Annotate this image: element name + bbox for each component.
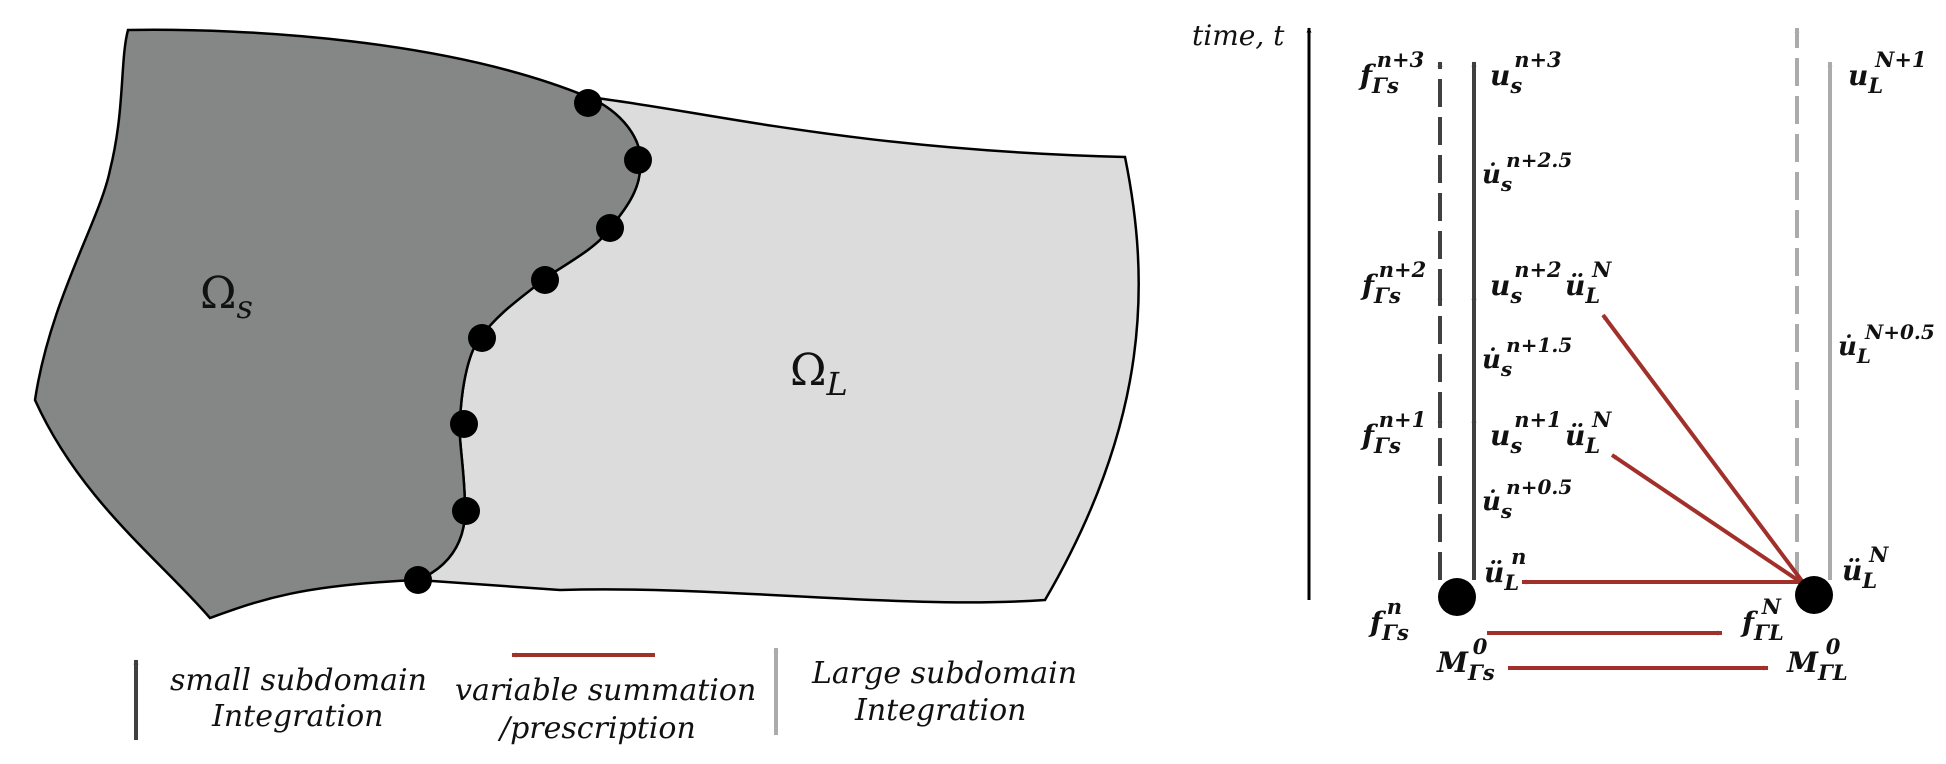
label-ud-s-n25: u̇sn+2.5 <box>1482 148 1572 196</box>
large-domain-label: ΩL <box>790 345 848 403</box>
interface-node <box>468 324 496 352</box>
time-axis-label: time, t <box>1192 19 1285 52</box>
domain-figure: Ωs ΩL <box>33 28 1140 620</box>
time-diagram: time, t fΓsn+3 usn+3 u̇sn+2.5 <box>1192 19 1935 685</box>
red-arrow-udd-n2 <box>1601 313 1807 587</box>
small-subdomain <box>33 28 642 620</box>
label-u-s-n1: usn+1 <box>1490 407 1562 458</box>
label-u-s-n2: usn+2 <box>1490 257 1562 308</box>
label-f-s-n3: fΓsn+3 <box>1358 47 1424 98</box>
red-arrow-udd-n1 <box>1610 453 1807 587</box>
interface-node <box>596 214 624 242</box>
label-ud-L-N05: u̇LN+0.5 <box>1838 320 1935 368</box>
interface-node <box>531 266 559 294</box>
label-f-s-n1: fΓsn+1 <box>1360 407 1426 458</box>
legend-summation-line2: /prescription <box>497 711 696 746</box>
interface-node <box>574 89 602 117</box>
interface-node <box>450 410 478 438</box>
interface-node <box>624 146 652 174</box>
small-domain-label: Ωs <box>200 268 253 326</box>
label-M-s-0: MΓs0 <box>1436 634 1495 685</box>
label-u-s-n3: usn+3 <box>1490 47 1562 98</box>
large-interface-node <box>1795 576 1833 614</box>
interface-node <box>404 566 432 594</box>
label-udd-L-n: üLn <box>1484 544 1526 595</box>
label-f-s-n: fΓsn <box>1368 594 1409 645</box>
legend-small-line1: small subdomain <box>170 663 427 698</box>
legend-large-line2: Integration <box>854 693 1026 728</box>
label-f-L-N: fΓLN <box>1740 594 1784 645</box>
label-udd-L-N-a: üLN <box>1565 257 1612 308</box>
interface-nodes <box>404 89 652 594</box>
legend-summation-line1: variable summation <box>455 673 756 708</box>
legend-small-line2: Integration <box>211 699 383 734</box>
label-udd-L-N-b: üLN <box>1565 407 1612 458</box>
small-interface-node <box>1438 578 1476 616</box>
label-f-s-n2: fΓsn+2 <box>1360 257 1426 308</box>
interface-node <box>452 497 480 525</box>
legend: small subdomain Integration variable sum… <box>133 647 1077 746</box>
label-u-L-N1: uLN+1 <box>1848 47 1927 98</box>
label-udd-L-N-c: üLN <box>1842 542 1889 593</box>
label-ud-s-n05: u̇sn+0.5 <box>1482 475 1572 523</box>
label-M-L-0: MΓL0 <box>1786 634 1848 685</box>
label-ud-s-n15: u̇sn+1.5 <box>1482 333 1572 381</box>
legend-large-line1: Large subdomain <box>811 656 1077 691</box>
